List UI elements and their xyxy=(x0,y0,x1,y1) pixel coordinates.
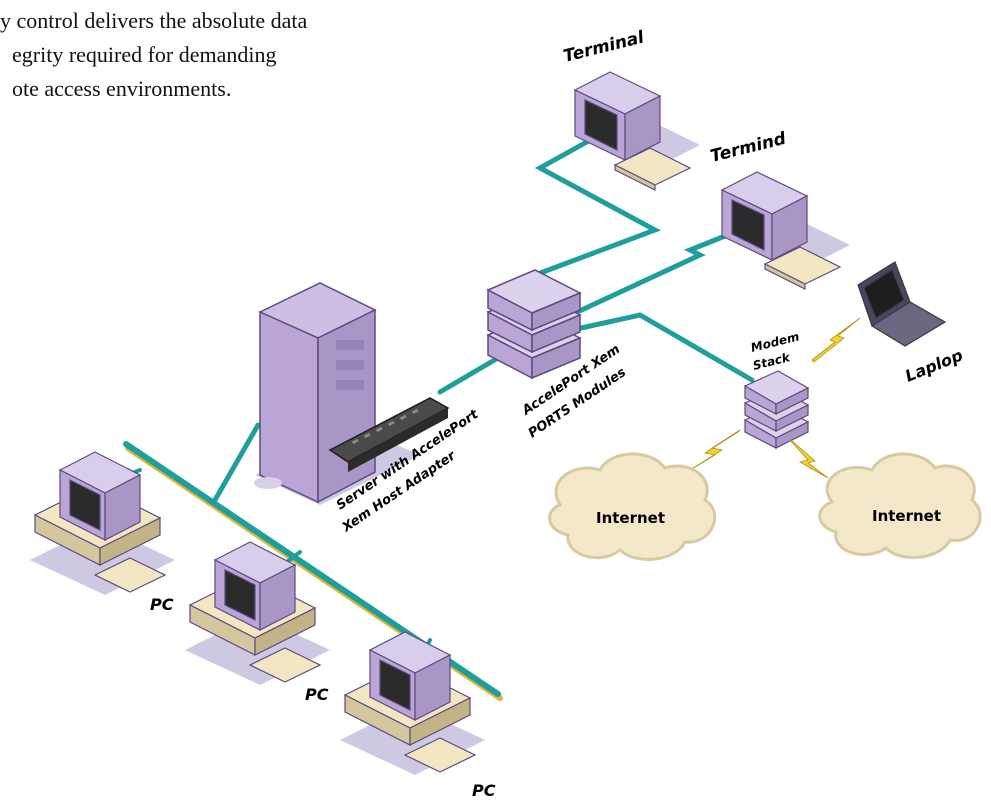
label-internet-right: Internet xyxy=(872,507,941,525)
intro-line-3: ote access environments. xyxy=(12,76,232,101)
label-modem-stack-1: Modem xyxy=(749,329,800,355)
ports-modules-stack xyxy=(486,269,582,380)
internet-cloud-left xyxy=(548,452,717,561)
host-adapter-card xyxy=(328,397,450,472)
terminal-right-device xyxy=(720,171,850,290)
label-pc-1: PC xyxy=(150,595,174,614)
label-internet-left: Internet xyxy=(596,509,665,527)
modem-stack-device xyxy=(743,370,810,449)
pc-1-device xyxy=(30,451,175,595)
label-terminal-top: Terminal xyxy=(561,27,647,67)
laptop-device xyxy=(857,261,947,347)
wireless-links xyxy=(681,317,861,479)
pc-2-device xyxy=(185,541,330,685)
intro-line-1: y control delivers the absolute data xyxy=(0,8,308,33)
internet-cloud-right xyxy=(818,452,982,559)
label-pc-3: PC xyxy=(472,781,496,800)
pc-3-device xyxy=(340,631,485,775)
intro-text: y control delivers the absolute data egr… xyxy=(0,4,420,106)
terminal-top-device xyxy=(573,71,700,191)
label-pc-2: PC xyxy=(305,685,329,704)
label-laptop: Laplop xyxy=(902,345,965,385)
label-terminal-right: Termind xyxy=(708,129,788,167)
intro-line-2: egrity required for demanding xyxy=(12,42,277,67)
